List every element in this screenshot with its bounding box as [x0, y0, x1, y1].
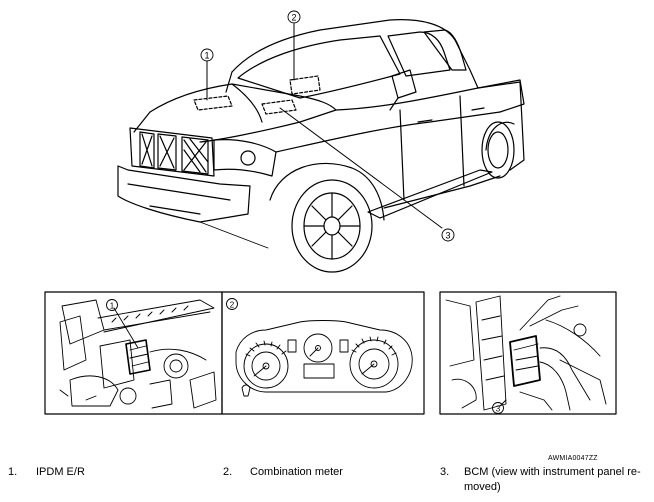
panel-3-callout: 3 [496, 405, 501, 414]
callout-2: 2 [287, 10, 301, 24]
truck-illustration [117, 19, 525, 273]
marker-bcm [261, 99, 297, 115]
legend-item-2-text: Combination meter [250, 466, 343, 478]
legend-item-1-text: IPDM E/R [36, 466, 85, 478]
legend-item-2-number: 2. [223, 466, 233, 478]
marker-ipdm [193, 95, 233, 111]
callout-leaders [206, 23, 443, 229]
callout-3-label: 3 [445, 231, 450, 241]
callout-1-label: 1 [204, 51, 209, 61]
callout-2-label: 2 [291, 13, 296, 23]
component-markers [193, 75, 321, 115]
callout-1: 1 [200, 48, 214, 62]
figure-id: AWMIA0047ZZ [548, 455, 598, 462]
marker-meter [289, 75, 321, 95]
callout-3: 3 [441, 228, 455, 242]
legend-item-3-text-line2: moved) [464, 481, 501, 493]
detail-panel-ipdm: 1 [44, 291, 223, 415]
panel-2-callout: 2 [230, 301, 235, 310]
legend-item-3-text-line1: BCM (view with instrument panel re- [464, 466, 641, 478]
panel-1-callout: 1 [110, 302, 115, 311]
legend-item-1-number: 1. [8, 466, 18, 478]
detail-panel-meter: 2 [221, 291, 425, 415]
detail-panel-bcm: 3 [439, 291, 617, 415]
legend-item-3-number: 3. [440, 466, 450, 478]
